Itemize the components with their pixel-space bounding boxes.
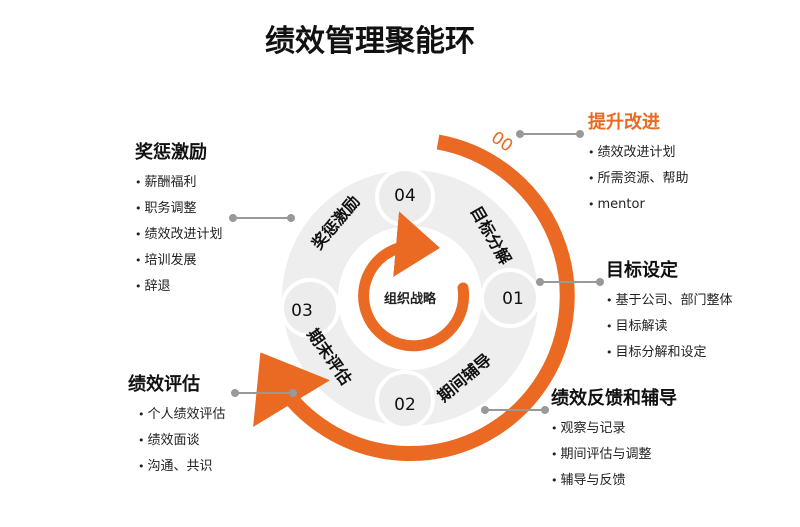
group-reward: 奖惩激励 薪酬福利 职务调整 绩效改进计划 培训发展 辞退 xyxy=(135,138,223,300)
list-item: 培训发展 xyxy=(135,248,223,274)
ring-node-03 xyxy=(280,278,340,338)
list-item: 目标分解和设定 xyxy=(606,340,733,366)
group-feedback: 绩效反馈和辅导 观察与记录 期间评估与调整 辅导与反馈 xyxy=(551,384,677,494)
group-title: 绩效反馈和辅导 xyxy=(551,388,677,409)
group-goal: 目标设定 基于公司、部门整体 目标解读 目标分解和设定 xyxy=(606,256,733,366)
group-evaluate: 绩效评估 个人绩效评估 绩效面谈 沟通、共识 xyxy=(128,370,226,480)
list-item: 个人绩效评估 xyxy=(138,402,226,428)
step-02-number: 02 xyxy=(394,395,416,415)
list-item: 所需资源、帮助 xyxy=(588,166,689,192)
center-label: 组织战略 xyxy=(384,291,437,307)
list-item: 薪酬福利 xyxy=(135,170,223,196)
list-item: 观察与记录 xyxy=(551,416,677,442)
list-item: mentor xyxy=(588,192,689,218)
inner-cycle-arrow xyxy=(358,211,470,352)
group-title: 绩效评估 xyxy=(128,374,200,395)
list-item: 期间评估与调整 xyxy=(551,442,677,468)
group-title: 提升改进 xyxy=(588,112,660,133)
list-item: 绩效改进计划 xyxy=(135,222,223,248)
list-item: 绩效改进计划 xyxy=(588,140,689,166)
group-improve: 提升改进 绩效改进计划 所需资源、帮助 mentor xyxy=(588,108,689,218)
list-item: 绩效面谈 xyxy=(138,428,226,454)
list-item: 职务调整 xyxy=(135,196,223,222)
connector-lines xyxy=(229,130,604,414)
step-00-number: 00 xyxy=(487,128,516,157)
step-03-number: 03 xyxy=(291,301,313,321)
list-item: 辞退 xyxy=(135,274,223,300)
outer-cycle-arrow xyxy=(253,134,575,461)
list-item: 辅导与反馈 xyxy=(551,468,677,494)
list-item: 基于公司、部门整体 xyxy=(606,288,733,314)
step-04-number: 04 xyxy=(394,186,416,206)
group-title: 奖惩激励 xyxy=(135,142,207,163)
ring-node-02 xyxy=(375,370,435,430)
step-01-number: 01 xyxy=(502,289,524,309)
group-title: 目标设定 xyxy=(606,260,678,281)
list-item: 沟通、共识 xyxy=(138,454,226,480)
page-title: 绩效管理聚能环 xyxy=(265,24,475,59)
list-item: 目标解读 xyxy=(606,314,733,340)
